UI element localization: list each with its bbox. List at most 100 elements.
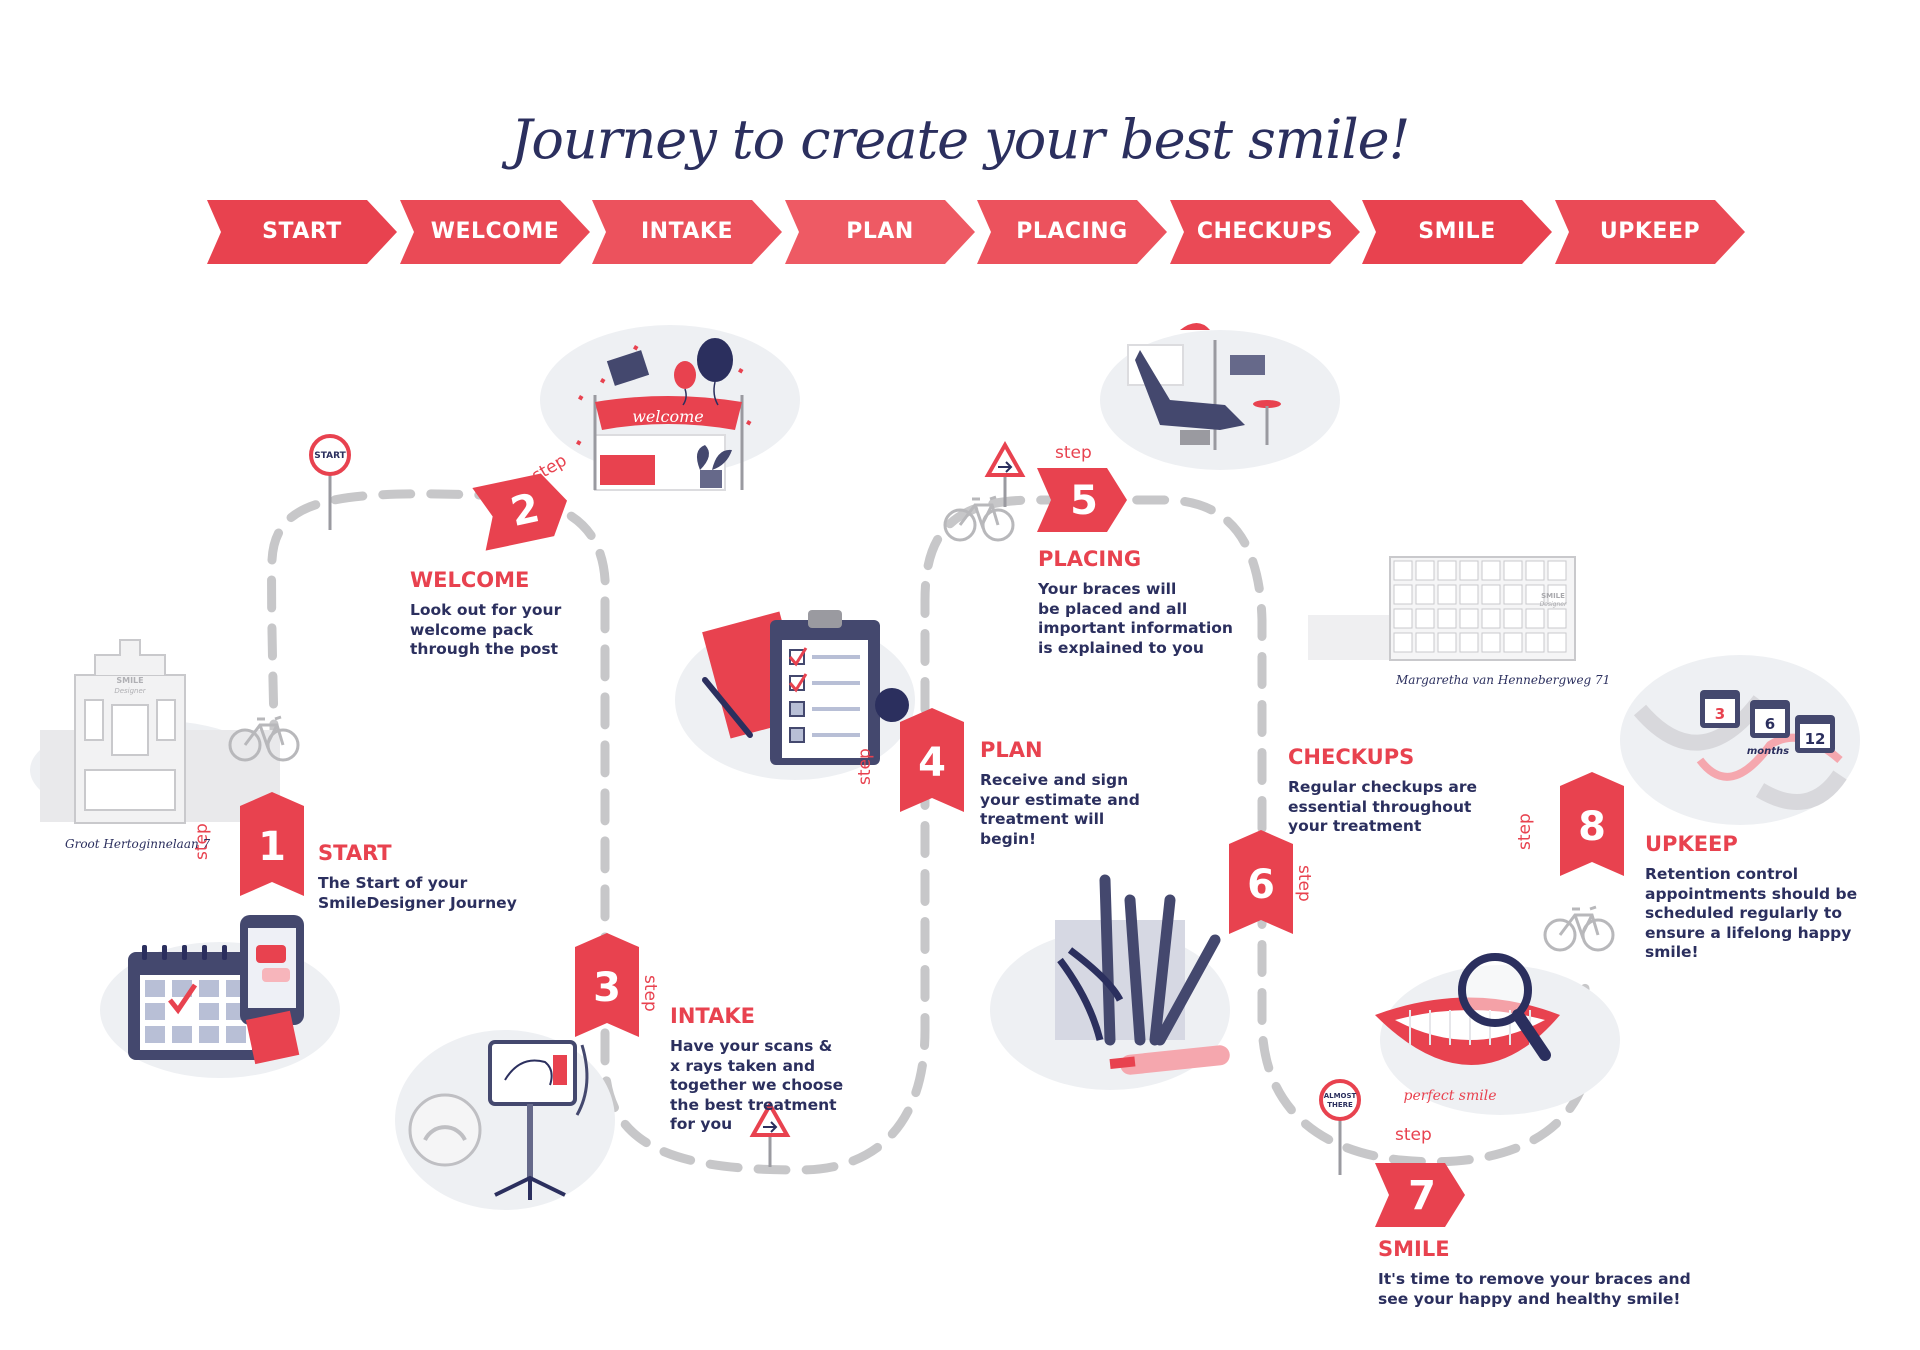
chevron-label: CHECKUPS [1196, 219, 1334, 244]
step-6-text-line: essential throughout [1288, 797, 1472, 816]
step-2-text-line: welcome pack [410, 620, 534, 639]
storefront-text: SMILE [1541, 592, 1565, 600]
plant-icon [696, 445, 732, 470]
step-1-heading: START [318, 841, 392, 865]
road-sign-icon [749, 1100, 791, 1167]
step-7-text-line: It's time to remove your braces and [1378, 1270, 1691, 1288]
road-sign-icon [984, 440, 1026, 507]
chevron-smile: SMILE [1362, 200, 1552, 264]
step-3-text-line: the best treatment [670, 1095, 837, 1114]
chevron-label: INTAKE [641, 219, 733, 244]
chevron-label: PLACING [1016, 219, 1128, 244]
step-8-text-line: smile! [1645, 943, 1699, 961]
month-calendar-icon: 6 [1750, 700, 1790, 738]
chevron-plan: PLAN [785, 200, 975, 264]
step-word: step [1515, 813, 1535, 850]
sign-text: THERE [1327, 1101, 1353, 1109]
step-word: step [1395, 1125, 1432, 1145]
dental-chair-icon [1127, 323, 1281, 450]
step-number: 3 [593, 965, 621, 1011]
sign-text: ALMOST [1324, 1092, 1357, 1100]
step-number: 7 [1408, 1173, 1436, 1219]
step-7-heading: SMILE [1378, 1237, 1450, 1261]
step-word: step [192, 823, 212, 860]
month-number: 3 [1715, 705, 1725, 723]
step-word: step [1294, 865, 1314, 902]
chevron-start: START [207, 200, 397, 264]
month-calendar-icon: 3 [1700, 690, 1740, 728]
balloon-icon [674, 338, 733, 406]
bicycle-icon [228, 715, 300, 762]
storefront-text: Designer [1540, 601, 1567, 608]
step-number: 4 [918, 740, 946, 786]
chevron-upkeep: UPKEEP [1555, 200, 1745, 264]
month-number: 6 [1765, 715, 1775, 733]
step-number: 8 [1578, 804, 1606, 850]
chevron-label: SMILE [1418, 219, 1496, 244]
address-left: Groot Hertoginnelaan 7 [65, 837, 211, 851]
step-7-badge: 7 [1375, 1163, 1465, 1227]
step-8-badge: 8 [1560, 772, 1624, 876]
plant-pot [700, 470, 722, 488]
step-4-heading: PLAN [980, 738, 1043, 762]
step-number: 5 [1070, 478, 1098, 524]
chevron-welcome: WELCOME [400, 200, 590, 264]
confetti [738, 368, 744, 374]
chevron-checkups: CHECKUPS [1170, 200, 1360, 264]
step-5-text-line: is explained to you [1038, 638, 1204, 657]
step-word: step [855, 748, 875, 785]
chevron-intake: INTAKE [592, 200, 782, 264]
building-icon: SMILE Designer [74, 639, 186, 824]
confetti [600, 378, 606, 384]
envelope-icon [606, 350, 650, 386]
confetti [746, 419, 752, 426]
step-6-text-line: your treatment [1288, 817, 1422, 835]
dental-tools-icon [1055, 874, 1230, 1075]
step-3-text-line: Have your scans & [670, 1037, 833, 1055]
step-1-text-line: SmileDesigner Journey [318, 893, 517, 912]
step-4-text-line: treatment will [980, 810, 1105, 828]
scanner-icon [408, 1040, 589, 1200]
month-number: 12 [1805, 730, 1826, 748]
confetti [576, 440, 582, 446]
magnifier-icon [1458, 953, 1551, 1061]
chevron-label: WELCOME [430, 219, 560, 244]
step-5-heading: PLACING [1038, 547, 1142, 571]
perfect-smile-text: perfect smile [1403, 1088, 1496, 1104]
step-4-text-line: begin! [980, 829, 1037, 848]
step-8-text-line: Retention control [1645, 865, 1799, 883]
step-word: step [529, 451, 571, 487]
step-3-heading: INTAKE [670, 1004, 755, 1028]
phone-icon [240, 915, 304, 1025]
banner-text: welcome [632, 407, 704, 426]
bicycle-icon [943, 495, 1015, 542]
step-6-badge: 6 [1229, 830, 1293, 934]
step-8-text-line: scheduled regularly to [1645, 904, 1842, 922]
address-right: Margaretha van Hennebergweg 71 [1396, 673, 1611, 687]
step-1-badge: 1 [240, 792, 304, 896]
step-8-text-line: ensure a lifelong happy [1645, 923, 1852, 942]
chevron-placing: PLACING [977, 200, 1167, 264]
step-4-badge: 4 [900, 708, 964, 812]
step-5-text-line: important information [1038, 619, 1233, 637]
aligner-blob [1620, 655, 1860, 825]
coffee-icon [875, 688, 909, 722]
step-3-text-line: for you [670, 1115, 733, 1133]
step-5-text-line: Your braces will [1038, 580, 1177, 598]
step-3-badge: 3 [575, 933, 639, 1037]
step-8-text-line: appointments should be [1645, 884, 1858, 903]
step-word: step [640, 975, 660, 1012]
month-calendar-icon: 12 [1795, 715, 1835, 753]
step-4-text-line: Receive and sign [980, 771, 1129, 789]
start-sign: START [309, 434, 351, 530]
step-3-text-line: x rays taken and [670, 1056, 816, 1075]
storefront-text: SMILE [116, 676, 143, 685]
storefront-text: Designer [114, 687, 146, 695]
bicycle-icon [1543, 905, 1615, 952]
step-word: step [1055, 443, 1092, 463]
chevron-label: START [262, 219, 342, 244]
step-8-heading: UPKEEP [1645, 832, 1738, 856]
